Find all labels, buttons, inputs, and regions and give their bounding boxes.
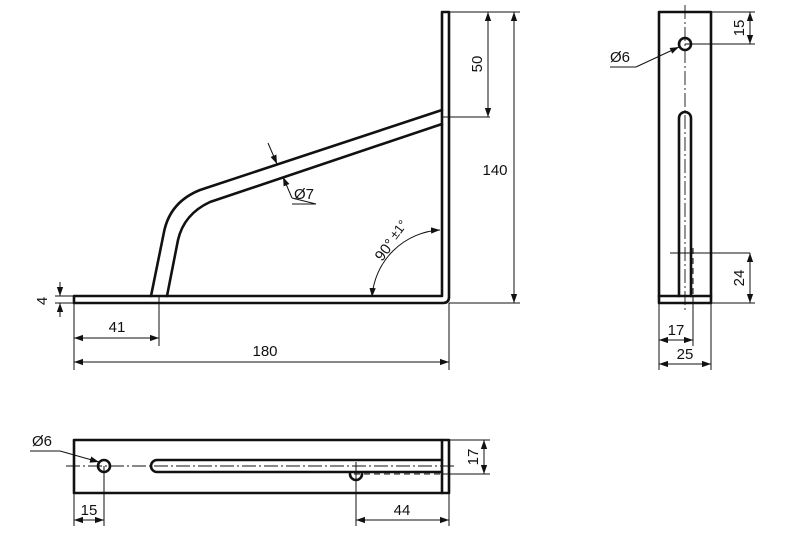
thickness-label: 4 xyxy=(34,297,51,305)
bottom-width-label: 17 xyxy=(465,449,482,466)
bottom-hole-offset-dimension: 15 xyxy=(73,466,105,526)
bottom-outline xyxy=(72,438,451,495)
overall-width-dimension: 180 xyxy=(73,303,450,370)
bottom-slot-length-dimension: 44 xyxy=(355,462,450,526)
brace-diameter-dimension: Ø7 xyxy=(267,142,317,205)
foot-offset-label: 41 xyxy=(109,319,126,336)
bottom-view: Ø6 15 44 17 xyxy=(30,433,490,526)
bottom-hole-offset-label: 15 xyxy=(81,502,98,519)
angle-label: 90° xyxy=(372,236,399,264)
side-hole-diameter-label: Ø6 xyxy=(610,49,630,66)
side-slot-center-dimension: 17 xyxy=(658,296,694,370)
angle-dimension: 90° ±1° xyxy=(369,217,441,298)
front-view: 4 41 180 50 140 xyxy=(34,10,520,370)
overall-width-label: 180 xyxy=(252,343,277,360)
side-hole-offset-label: 15 xyxy=(731,20,748,37)
thickness-dimension: 4 xyxy=(34,282,74,317)
bottom-slot xyxy=(149,458,444,474)
top-segment-dimension: 50 xyxy=(449,11,520,117)
side-slot xyxy=(677,110,693,298)
brace-rod xyxy=(149,108,444,298)
side-slot-offset-label: 24 xyxy=(731,270,748,287)
bottom-width-dimension: 17 xyxy=(442,439,490,475)
side-hole-diameter-dimension: Ø6 xyxy=(610,46,680,68)
side-width-dimension: 25 xyxy=(659,303,712,370)
side-view: 15 Ø6 24 17 25 xyxy=(610,5,755,370)
side-slot-offset-dimension: 24 xyxy=(711,253,755,304)
bracket-profile xyxy=(72,10,451,305)
brace-diameter-label: Ø7 xyxy=(294,186,314,203)
foot-offset-dimension: 41 xyxy=(73,296,160,346)
overall-height-label: 140 xyxy=(482,162,507,179)
bottom-slot-length-label: 44 xyxy=(394,502,411,519)
angle-tolerance-label: ±1° xyxy=(386,217,410,242)
side-slot-center-label: 17 xyxy=(668,322,685,339)
side-width-label: 25 xyxy=(677,346,694,363)
side-hole-offset-dimension: 15 xyxy=(685,11,755,45)
overall-height-dimension: 140 xyxy=(449,12,520,304)
bottom-hole-diameter-label: Ø6 xyxy=(32,433,52,450)
bottom-hole-diameter-dimension: Ø6 xyxy=(30,433,100,463)
top-segment-label: 50 xyxy=(469,56,486,73)
